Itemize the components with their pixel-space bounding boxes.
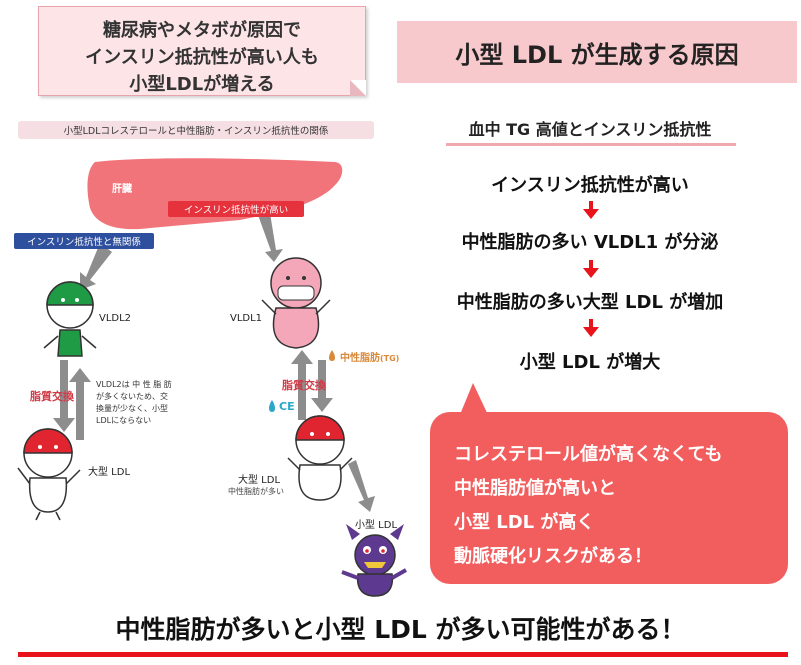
tag-insulin-unrelated: インスリン抵抗性と無関係 — [14, 233, 154, 249]
diagram-banner: 小型LDLコレステロールと中性脂肪・インスリン抵抗性の関係 — [18, 121, 374, 139]
arrow-vldl2-down — [53, 360, 75, 432]
arrow-ldl-up-right — [291, 350, 313, 420]
flow-arrow-1-icon — [583, 201, 599, 219]
vldl1-mascot — [261, 257, 331, 349]
exchange-left-label: 脂質交換 — [30, 390, 74, 403]
diagram-graphics — [17, 158, 407, 597]
arrow-vldl1-down — [311, 360, 333, 412]
liver-label: 肝臓 — [112, 184, 132, 195]
ce-icon — [269, 400, 275, 412]
large-ldl-right-note: 中性脂肪が多い — [228, 487, 284, 496]
large-ldl-right-label: 大型 LDL — [238, 475, 281, 486]
vldl2-note-line-4: LDLにならない — [96, 416, 152, 425]
flow-step-2: 中性脂肪の多い VLDL1 が分泌 — [461, 232, 719, 253]
vldl2-note-line-1: VLDL2は 中 性 脂 肪 — [96, 380, 172, 389]
subtitle-underline — [446, 143, 736, 146]
tg-abbr: (TG) — [380, 354, 400, 363]
tg-label: 中性脂肪(TG) — [340, 349, 399, 364]
note-line-1: 糖尿病やメタボが原因で — [103, 20, 301, 41]
vldl2-note-line-2: が多くないため、交 — [96, 392, 168, 401]
flow-step-3: 中性脂肪の多い大型 LDL が増加 — [456, 292, 724, 313]
large-ldl-right-mascot — [287, 415, 353, 501]
large-ldl-left-label: 大型 LDL — [88, 467, 131, 478]
large-ldl-left-mascot — [17, 428, 81, 521]
arrow-liver-to-vldl2 — [80, 243, 112, 290]
note-line-2: インスリン抵抗性が高い人も — [85, 47, 319, 68]
callout-line-2: 中性脂肪値が高いと — [454, 478, 616, 499]
flow-subtitle: 血中 TG 高値とインスリン抵抗性 — [468, 120, 712, 139]
flow-arrow-2-icon — [583, 260, 599, 278]
callout-line-4: 動脈硬化リスクがある！ — [454, 546, 652, 567]
small-ldl-label: 小型 LDL — [355, 520, 398, 531]
page-fold — [350, 80, 366, 96]
arrow-liver-to-vldl1 — [258, 213, 283, 262]
small-ldl-mascot — [341, 524, 407, 597]
tg-label-text: 中性脂肪 — [340, 353, 380, 364]
vldl2-note: VLDL2は 中 性 脂 肪 が多くないため、交 換量が少なく、小型 LDLにな… — [96, 379, 186, 427]
ce-label: CE — [279, 400, 295, 413]
vldl2-note-line-3: 換量が少なく、小型 — [96, 404, 168, 413]
tag-insulin-high: インスリン抵抗性が高い — [168, 201, 304, 217]
flow-step-1: インスリン抵抗性が高い — [491, 175, 689, 196]
callout-line-3: 小型 LDL が高く — [454, 512, 595, 533]
flow-arrow-3-icon — [583, 319, 599, 337]
exchange-right-label: 脂質交換 — [282, 379, 326, 392]
page-title: 小型 LDL が生成する原因 — [397, 21, 797, 83]
flow-step-4: 小型 LDL が増大 — [519, 352, 661, 373]
conclusion-underline — [18, 652, 788, 657]
callout-pointer — [459, 383, 489, 417]
conclusion-text: 中性脂肪が多いと小型 LDL が多い可能性がある！ — [115, 615, 686, 644]
vldl2-mascot — [43, 281, 97, 357]
tg-droplet-icon — [329, 350, 335, 361]
note-line-3: 小型LDLが増える — [129, 74, 275, 95]
vldl1-label: VLDL1 — [230, 313, 263, 324]
vldl2-label: VLDL2 — [99, 313, 132, 324]
callout-line-1: コレステロール値が高くなくても — [454, 444, 723, 465]
arrow-ldl-up-left — [69, 368, 91, 440]
warning-callout: コレステロール値が高くなくても 中性脂肪値が高いと 小型 LDL が高く 動脈硬… — [430, 412, 788, 584]
note-card: 糖尿病やメタボが原因で インスリン抵抗性が高い人も 小型LDLが増える — [38, 6, 366, 96]
arrow-to-small-ldl — [348, 460, 375, 512]
